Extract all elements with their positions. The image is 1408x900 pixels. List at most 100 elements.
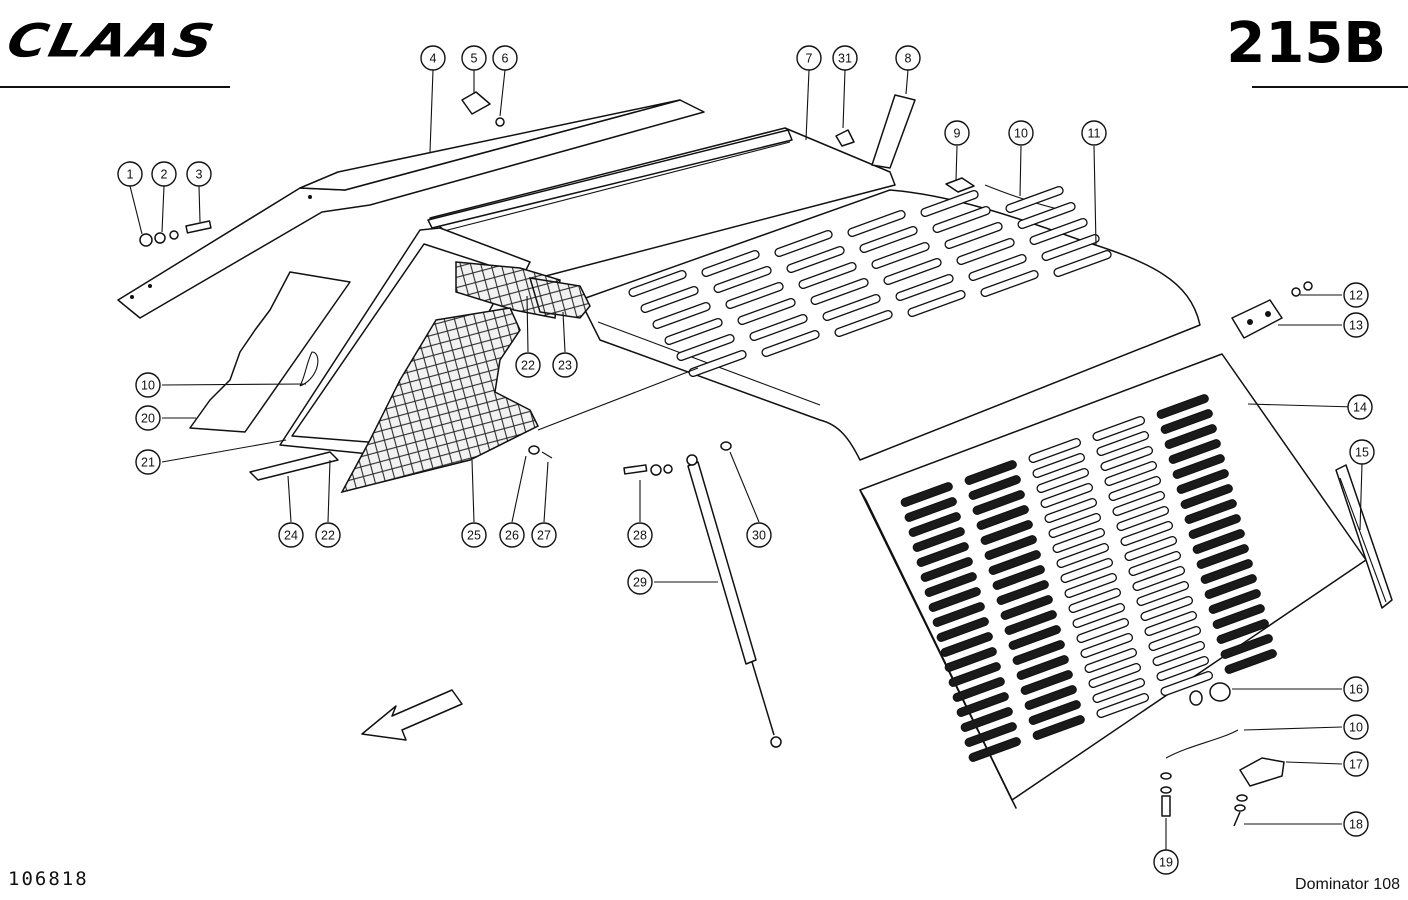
drawing-number: 106818 [8,868,89,890]
leader-lines [129,69,1363,850]
louvre-slot [984,535,1037,560]
louvre-slot [1008,625,1061,650]
callout-26: 26 [499,522,525,548]
callout-number: 11 [1088,127,1101,141]
callout-number: 10 [141,379,155,393]
callout-number: 7 [806,52,813,66]
louvre-slot [968,737,1021,762]
grommet-part [1189,682,1231,706]
callout-circle [1343,282,1369,308]
louvre-slot [786,245,845,274]
callout-14: 14 [1347,394,1373,420]
vertical-post-part [871,94,916,169]
callout-9: 9 [944,120,970,146]
callout-13: 13 [1343,312,1369,338]
callout-circle [499,522,525,548]
callout-circle [944,120,970,146]
louvre-slot [1188,514,1241,539]
callout-circle [135,372,161,398]
louvre-slot [1148,626,1202,652]
panel-louvre-slots [900,394,1277,762]
louvre-slot [972,490,1025,515]
louvre-slot [895,273,954,302]
louvre-slot [1204,574,1257,599]
louvre-panel-part [859,353,1367,809]
louvre-slot [952,677,1005,702]
louvre-slot [916,542,969,567]
louvre-slot [1184,499,1237,524]
callout-15: 15 [1349,439,1375,465]
louvre-slot [688,349,747,378]
clip-part [528,445,540,455]
callout-circle [1347,394,1373,420]
louvre-slot [1152,641,1206,667]
louvre-slot [924,572,977,597]
louvre-slot [1144,611,1198,637]
louvre-slot [1100,446,1154,472]
callout-number: 15 [1355,446,1369,460]
callout-circle [552,352,578,378]
louvre-slot [1012,640,1065,665]
callout-24: 24 [278,522,304,548]
louvre-slot [1040,483,1094,509]
louvre-slot [737,297,796,326]
louvre-slot [1048,513,1102,539]
callout-number: 23 [558,359,572,373]
louvre-slot [992,565,1045,590]
callout-circle [796,45,822,71]
callout-11: 11 [1081,120,1107,146]
louvre-slot [1076,618,1130,644]
louvre-slot [1216,619,1269,644]
callout-circle [1349,439,1375,465]
louvre-slot [1156,656,1210,682]
model-name: Dominator 108 [1295,876,1400,893]
upper-louvre-hood-part [579,185,1201,461]
louvre-slot [1136,581,1190,607]
block-part [528,277,591,319]
callout-circle [531,522,557,548]
callout-number: 16 [1349,683,1363,697]
callout-21: 21 [135,449,161,475]
block-part [455,261,561,319]
louvre-slot [940,632,993,657]
callout-3: 3 [186,161,212,187]
louvre-slot [1017,201,1076,230]
callout-circle [627,522,653,548]
louvre-slot [1032,715,1085,740]
louvre-slot [920,189,979,218]
louvre-slot [1096,431,1150,457]
callout-number: 20 [141,412,155,426]
louvre-slot [1020,670,1073,695]
callout-20: 20 [135,405,161,431]
louvre-slot [774,229,833,258]
callout-circle [461,45,487,71]
small-plate-part [945,177,975,193]
louvre-slot [1160,409,1213,434]
callout-circle [1343,811,1369,837]
callout-28: 28 [627,522,653,548]
callout-number: 10 [1014,127,1028,141]
left-bracket-part [189,271,351,433]
header-rule [0,86,230,88]
callout-number: 5 [471,52,478,66]
callout-number: 13 [1349,319,1363,333]
louvre-slot [1116,506,1170,532]
louvre-slot [749,313,808,342]
louvre-slot [640,285,699,314]
bolt-part [461,91,505,127]
louvre-slot [1028,700,1081,725]
callout-8: 8 [895,45,921,71]
callout-number: 8 [905,52,912,66]
callout-number: 31 [838,52,852,66]
louvre-slot [1000,595,1053,620]
callout-number: 29 [633,576,647,590]
callout-circle [515,352,541,378]
louvre-slot [628,269,687,298]
callout-7: 7 [796,45,822,71]
louvre-slot [996,580,1049,605]
louvre-slot [1052,528,1106,554]
louvre-slot [810,277,869,306]
bolt-part [139,220,212,247]
louvre-slot [1056,543,1110,569]
lower-strip-part [249,451,339,481]
